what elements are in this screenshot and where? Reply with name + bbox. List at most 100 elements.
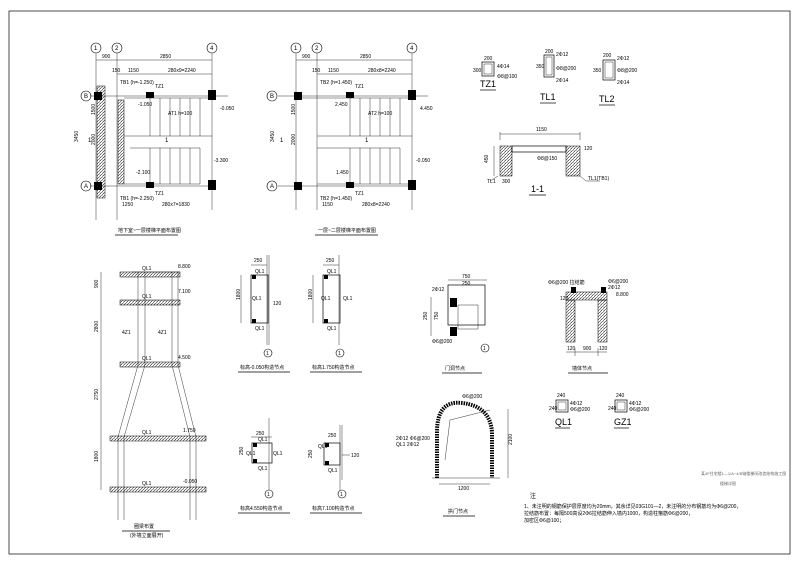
drawing-line xyxy=(483,63,493,75)
drawing-line xyxy=(294,92,302,100)
drawing-line xyxy=(96,85,106,199)
drawing-label: 2100 xyxy=(508,434,514,445)
drawing-label: 1-1 xyxy=(531,184,544,194)
drawing-line xyxy=(555,399,569,413)
axis-bubble xyxy=(266,180,278,192)
drawing-label: 2 xyxy=(115,46,119,52)
drawing-label: 1 xyxy=(88,138,92,144)
drawing-line xyxy=(251,418,272,490)
drawing-label: Φ6@200 拉结筋 xyxy=(548,279,585,286)
drawing-label: 240 xyxy=(616,393,625,399)
wall-detail: 120 900 120 120 Φ6@200 拉结筋 Φ6@200 2Φ12 8… xyxy=(548,279,629,374)
drawing-label: 2Φ12 xyxy=(556,52,569,58)
drawing-label: 250 xyxy=(256,431,265,437)
drawing-label: 2850 xyxy=(360,54,371,60)
drawing-label: TZ1 xyxy=(155,191,164,197)
drawing-line xyxy=(252,275,256,279)
drawing-label: 450 xyxy=(484,154,490,163)
drawing-label: 250 xyxy=(239,446,245,455)
drawing-label: 1800 xyxy=(236,289,242,300)
drawing-label: QL1 xyxy=(258,437,268,443)
drawing-label: -2.100 xyxy=(136,170,150,176)
drawing-line xyxy=(208,180,216,190)
drawing-label: 1 xyxy=(340,492,343,498)
drawing-label: 2800 xyxy=(94,321,100,332)
drawing-line xyxy=(312,255,340,345)
drawing-label: AT1 h=100 xyxy=(168,111,192,117)
drawing-line xyxy=(208,90,216,100)
drawing-label: 1500 xyxy=(91,104,97,115)
drawing-label: 240 xyxy=(549,406,558,412)
drawing-label: 1150 xyxy=(536,127,547,133)
drawing-label: TZ1 xyxy=(480,79,496,89)
drawing-label: Φ8@150 xyxy=(537,156,557,162)
drawing-label: 900 xyxy=(94,279,100,288)
drawing-label: 2000 xyxy=(91,134,97,145)
axis-bubble xyxy=(263,348,273,358)
drawing-label: 2Φ12 xyxy=(432,287,445,293)
drawing-label: 240 xyxy=(557,393,566,399)
drawing-label: 150 xyxy=(312,68,321,74)
drawing-label: Φ6@200 xyxy=(462,394,482,400)
drawing-label: 750 xyxy=(462,274,471,280)
drawing-label: TB2 (h=1.450) xyxy=(320,196,352,202)
drawing-label: 2 xyxy=(315,46,319,52)
gz1-section: 240 240 4Φ12 Φ6@200 GZ1 xyxy=(608,393,649,429)
drawing-label: QL1 xyxy=(246,451,256,457)
drawing-line xyxy=(481,61,495,77)
drawing-label: 4 xyxy=(410,46,414,52)
drawing-label: QL1 xyxy=(327,326,337,332)
drawing-label: 4Z1 xyxy=(122,330,131,336)
drawing-label: 1 xyxy=(280,138,284,144)
drawing-label: -0.050 xyxy=(416,158,430,164)
drawing-label: 1800 xyxy=(94,451,100,462)
drawing-label: 250 xyxy=(308,449,314,458)
drawing-line xyxy=(324,319,328,323)
drawing-label: 1 xyxy=(94,46,98,52)
drawing-line xyxy=(146,182,154,188)
drawing-label: 1150 xyxy=(128,68,139,74)
drawing-label: 280x8=2240 xyxy=(362,202,390,208)
drawing-label: QL1 xyxy=(142,294,152,300)
drawing-label: 7.100 xyxy=(178,289,191,295)
drawing-line xyxy=(457,304,479,330)
ring-beam-elevation: 8.800 7.100 4.500 1.750 -0.050 900 2800 … xyxy=(94,264,207,539)
drawing-line xyxy=(109,486,207,493)
drawing-label: 1200 xyxy=(458,486,469,492)
drawing-label: 1.750 xyxy=(183,428,196,434)
drawing-label: 拉结筋布置：每隔500高设2Φ6拉结筋伸入墙内1000，构造柱箍筋Φ6@200， xyxy=(524,510,693,517)
drawing-label: QL1 xyxy=(142,356,152,362)
drawing-line xyxy=(566,348,607,356)
drawing-label: Φ8@200 xyxy=(556,66,576,72)
drawing-line xyxy=(499,145,513,177)
sheet-border xyxy=(8,10,791,555)
drawing-label: 4Φ14 xyxy=(497,64,510,70)
drawing-line xyxy=(325,443,329,447)
drawing-label: 1 xyxy=(267,492,270,498)
drawing-label: 120 xyxy=(567,346,576,352)
drawing-label: 250 xyxy=(328,433,337,439)
drawing-label: 1150 xyxy=(328,68,339,74)
drawing-label: 4Φ12 xyxy=(629,401,642,407)
drawing-label: -0.050 xyxy=(183,479,197,485)
drawing-line xyxy=(601,287,606,293)
stair-plan-2: 1 2 4 B A 900 2850 150 1150 280x8=2240 1… xyxy=(266,42,433,236)
drawing-label: B xyxy=(84,94,88,100)
ql1-section: 240 240 4Φ12 Φ6@200 QL1 xyxy=(549,393,590,429)
drawing-line xyxy=(565,145,581,177)
drawing-label: 1 xyxy=(365,138,369,144)
drawing-line xyxy=(146,92,154,98)
drawing-label: 250 xyxy=(423,311,429,320)
drawing-label: QL1 xyxy=(142,266,152,272)
drawing-line xyxy=(339,425,350,492)
drawing-label: TB2 (h=1.450) xyxy=(320,80,352,86)
drawing-label: QL1 xyxy=(252,296,262,302)
drawing-label: A xyxy=(84,184,88,190)
arch-doorway-detail: 1200 2100 2Φ12 Φ6@200 QL1 2Φ12 Φ6@200 拱门… xyxy=(396,394,514,517)
section-1-1: 1150 450 TL1 300 Φ8@150 TL1(TB1) 120 1-1 xyxy=(484,127,609,196)
drawing-label: 250 xyxy=(326,258,335,264)
drawing-label: 280x9=2240 xyxy=(168,68,196,74)
drawing-label: 墙体节点 xyxy=(572,365,592,372)
drawing-label: 1500 xyxy=(291,104,297,115)
